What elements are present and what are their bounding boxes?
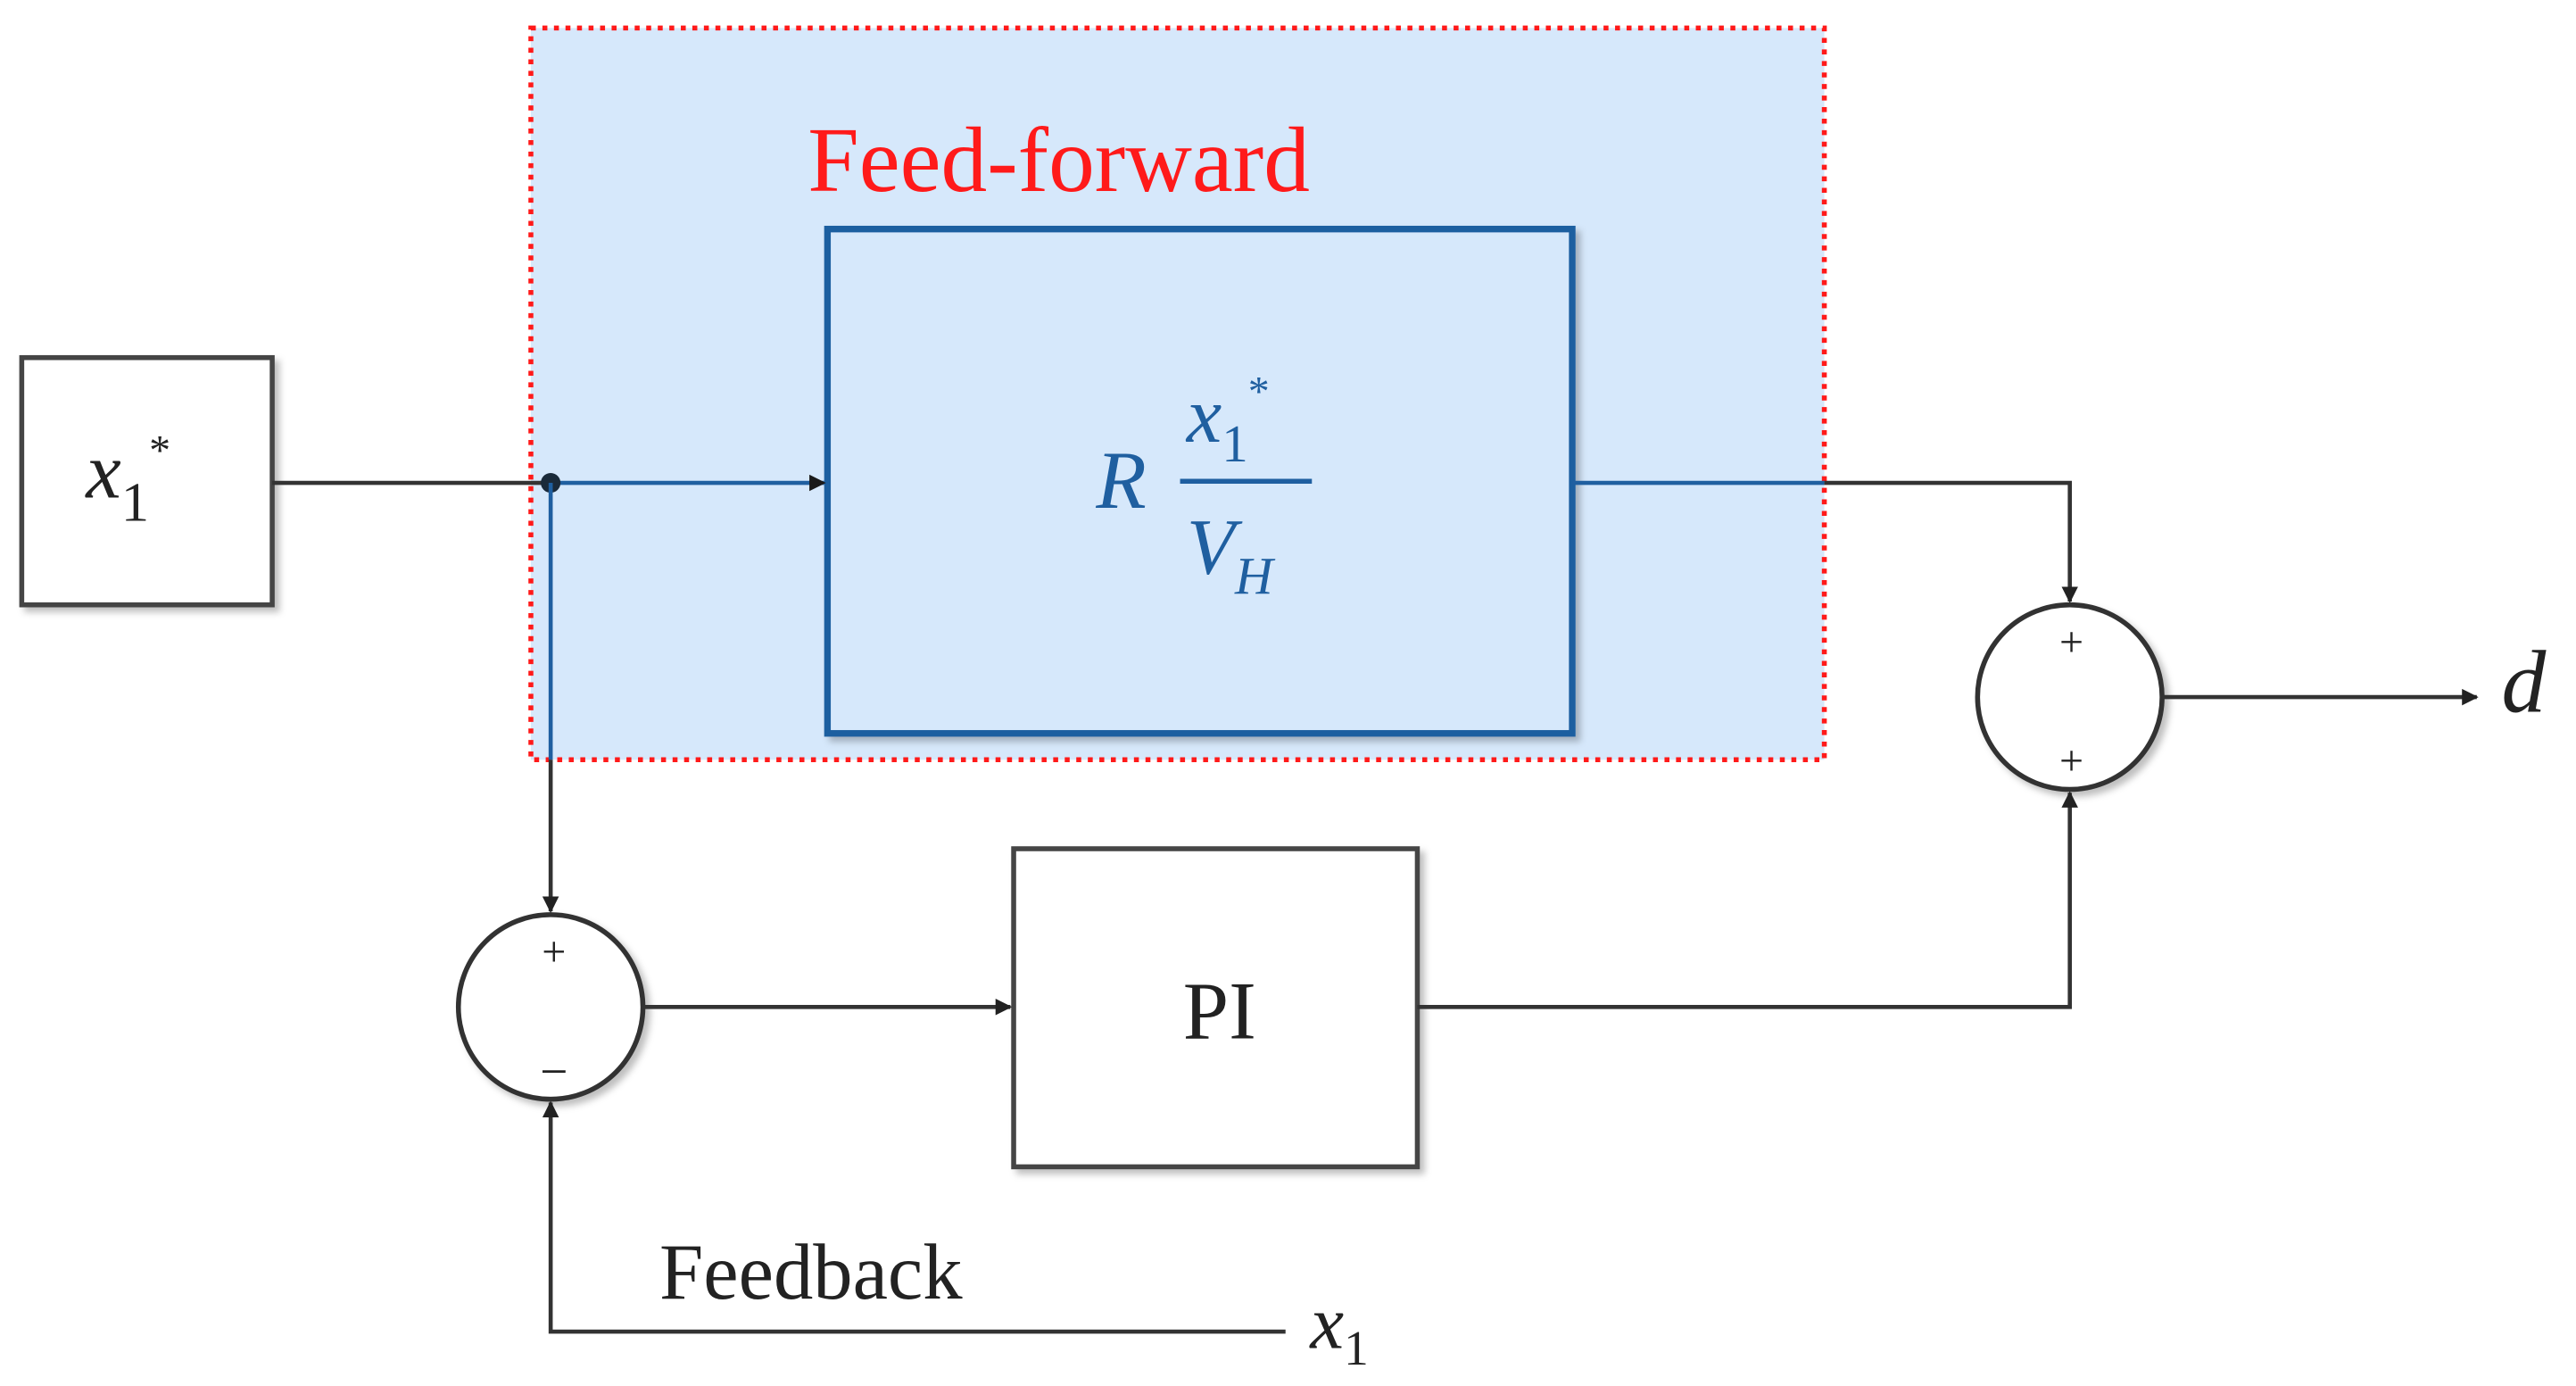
output-signal-label: d — [2502, 633, 2547, 732]
measured-signal-label: x1 — [1308, 1282, 1368, 1375]
error-sum-top-sign: + — [542, 928, 566, 975]
wire-pi-out — [1417, 791, 2078, 1009]
output-sum-top-sign: + — [2059, 618, 2083, 666]
feedback-label: Feedback — [659, 1229, 963, 1316]
wire-feedback — [542, 1100, 1286, 1334]
error-sum-bottom-sign: − — [540, 1044, 567, 1099]
reference-label: x1* — [84, 427, 170, 534]
wire-feedforward-out — [1824, 480, 2078, 603]
feedforward-label: Feed-forward — [808, 110, 1310, 212]
reference-block — [19, 354, 275, 608]
pi-controller-block — [1011, 846, 1421, 1170]
feedforward-numerator: x1* — [1185, 368, 1270, 473]
pi-controller-label: PI — [1183, 965, 1256, 1056]
output-sum-bottom-sign: + — [2059, 737, 2083, 784]
feedforward-denominator: VH — [1187, 504, 1276, 605]
feedforward-gain: R — [1095, 435, 1146, 526]
